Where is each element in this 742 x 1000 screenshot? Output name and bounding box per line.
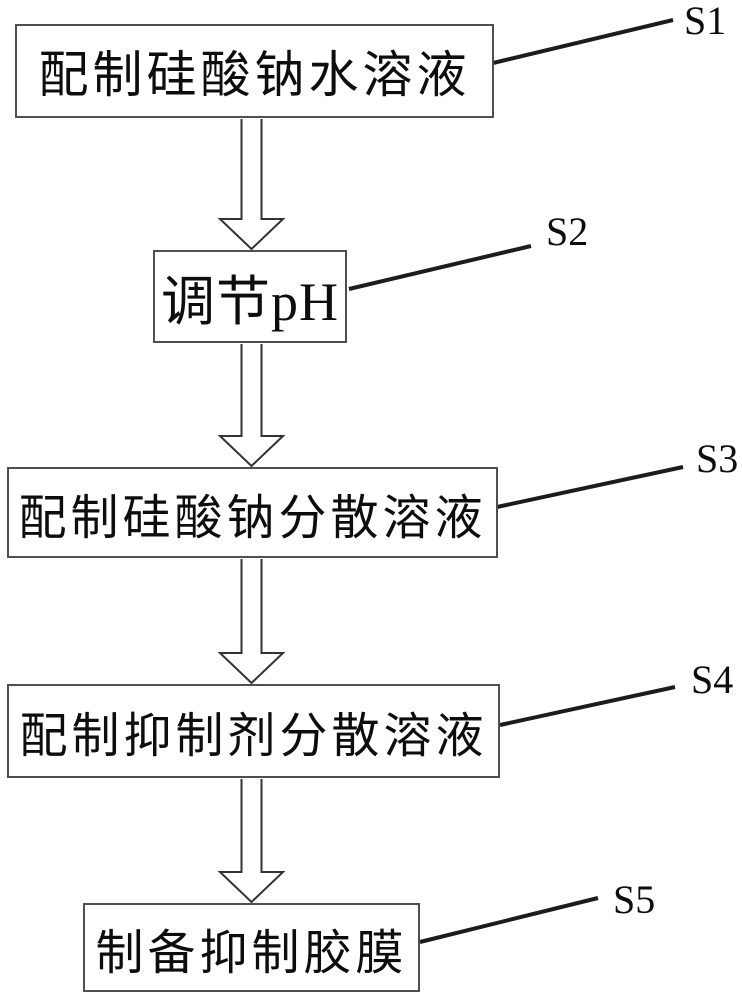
leader-line-s1 xyxy=(492,18,674,65)
step-id-s5: S5 xyxy=(613,877,656,922)
step-id-s4: S4 xyxy=(691,657,734,702)
process-box-s1-label: 配制硅酸钠水溶液 xyxy=(38,47,471,103)
leader-line-s2 xyxy=(348,244,532,291)
down-arrow-icon-1 xyxy=(217,119,286,251)
leader-line-s4 xyxy=(499,685,676,727)
process-box-s2-label: 调节pH xyxy=(161,272,339,332)
leader-line-s3 xyxy=(496,465,684,509)
process-box-s5-label: 制备抑制胶膜 xyxy=(95,926,408,980)
process-box-s3: 配制硅酸钠分散溶液 xyxy=(7,467,498,558)
process-box-s3-label: 配制硅酸钠分散溶液 xyxy=(18,491,487,545)
down-arrow-icon-4 xyxy=(217,779,286,904)
down-arrow-icon-3 xyxy=(217,559,286,685)
process-box-s1: 配制硅酸钠水溶液 xyxy=(15,24,494,118)
step-id-s2: S2 xyxy=(546,209,589,254)
step-id-s3: S3 xyxy=(696,436,739,481)
process-box-s4: 配制抑制剂分散溶液 xyxy=(7,684,500,778)
step-id-s1: S1 xyxy=(684,0,727,43)
process-box-s2: 调节pH xyxy=(153,250,347,343)
process-box-s5: 制备抑制胶膜 xyxy=(83,903,420,992)
down-arrow-icon-2 xyxy=(217,344,286,468)
process-box-s4-label: 配制抑制剂分散溶液 xyxy=(19,710,488,763)
leader-line-s5 xyxy=(419,896,599,944)
